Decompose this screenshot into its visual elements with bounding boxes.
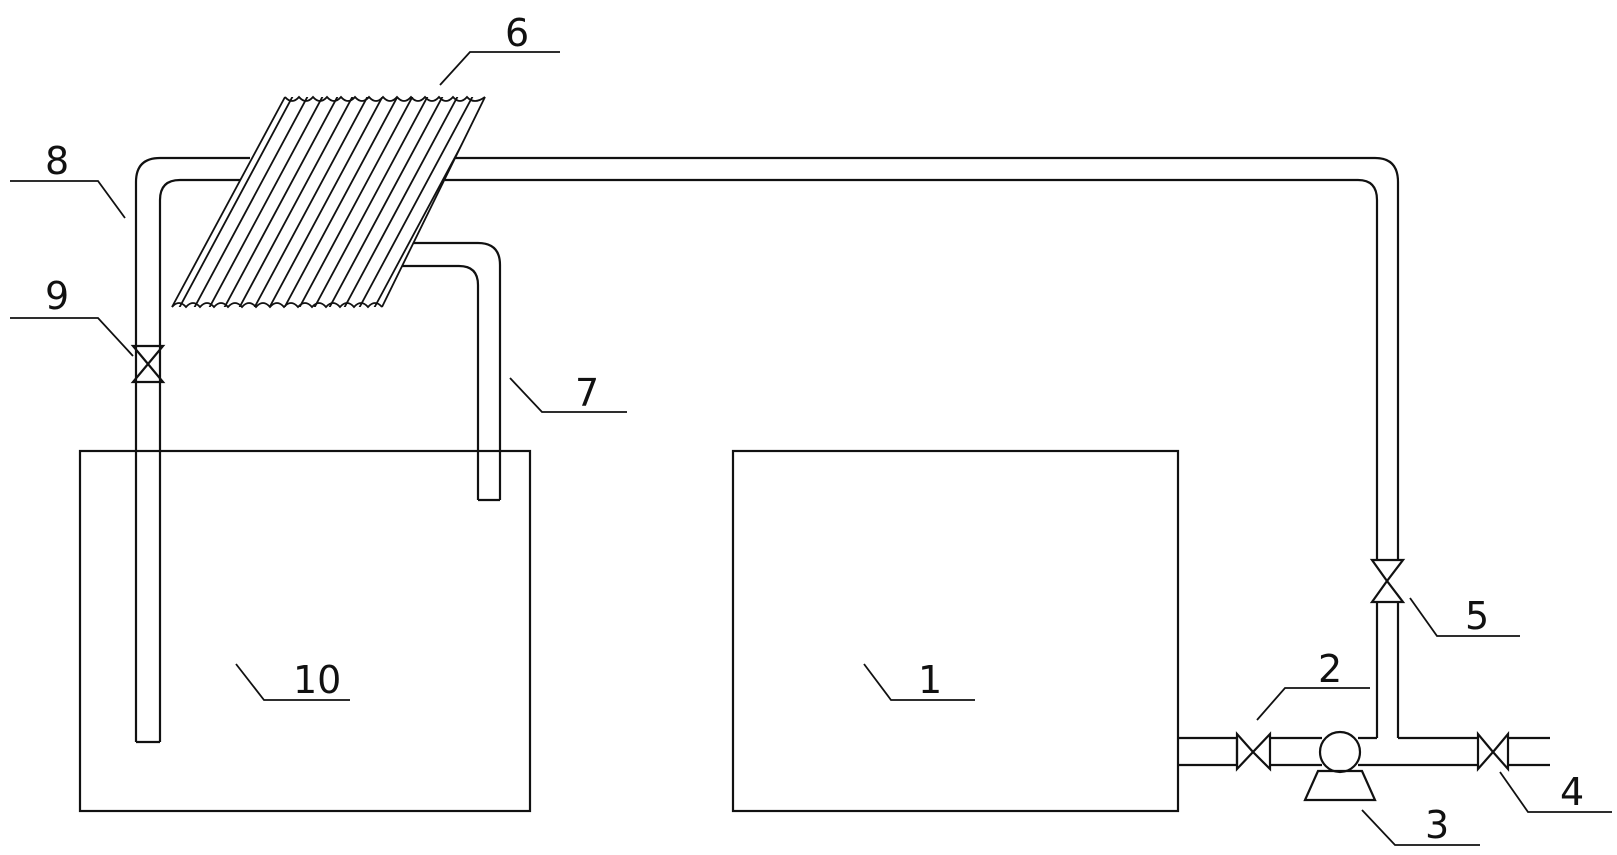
label-8: 8 [45,139,69,183]
solar-collector-6 [171,95,486,309]
label-7: 7 [575,371,599,415]
pipe-8 [134,156,250,744]
pump-3 [1303,730,1377,802]
label-3: 3 [1425,803,1449,847]
label-10: 10 [293,658,341,702]
label-1: 1 [918,658,942,702]
label-5: 5 [1465,594,1489,638]
tank-10 [78,449,532,813]
valve-4 [1476,730,1510,772]
valve-5 [1369,558,1406,604]
valve-9 [130,344,166,384]
tank-1 [731,449,1180,813]
label-4: 4 [1560,770,1584,814]
bottom-pipeline [1178,736,1550,767]
label-9: 9 [45,274,69,318]
label-2: 2 [1318,647,1342,691]
top-return-pipe [445,156,1400,738]
pipe-7 [400,241,502,502]
leader-lines [10,51,1612,846]
valve-2 [1235,731,1272,772]
label-6: 6 [505,11,529,55]
